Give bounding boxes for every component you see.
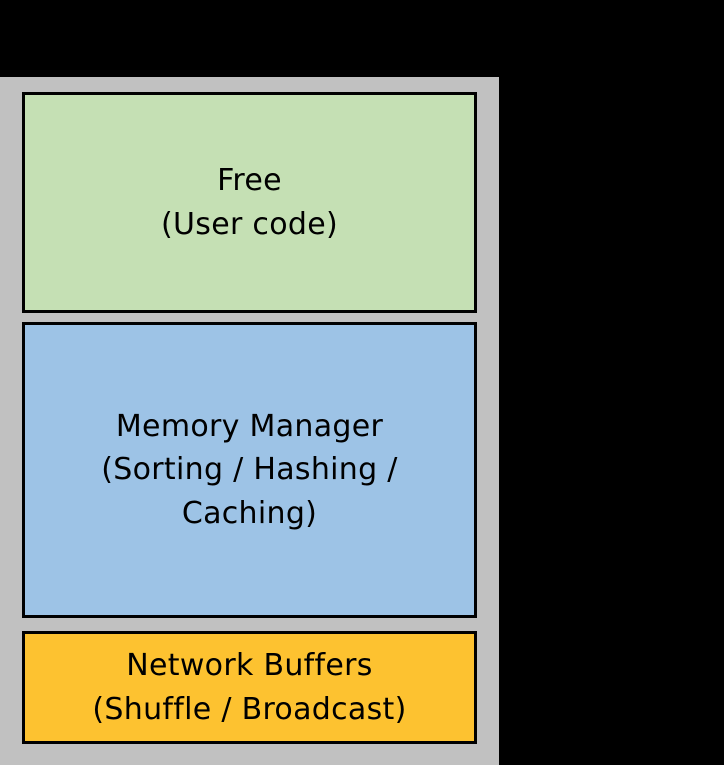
free-memory-label-line-1: Free <box>217 163 282 199</box>
free-memory-label-line-2: (User code) <box>161 206 338 242</box>
network-buffers-label-line-2: (Shuffle / Broadcast) <box>92 691 407 727</box>
memory-manager-label-line-2: (Sorting / Hashing / <box>101 452 398 488</box>
network-buffers-box: Network Buffers (Shuffle / Broadcast) <box>22 631 477 744</box>
memory-manager-box: Memory Manager (Sorting / Hashing / Cach… <box>22 322 477 618</box>
memory-manager-label-line-1: Memory Manager <box>115 409 384 445</box>
memory-manager-label-line-3: Caching) <box>181 495 318 531</box>
free-memory-box: Free (User code) <box>22 92 477 313</box>
network-buffers-label-line-1: Network Buffers <box>126 648 373 684</box>
slide-background: Free (User code) Memory Manager (Sorting… <box>0 77 499 765</box>
